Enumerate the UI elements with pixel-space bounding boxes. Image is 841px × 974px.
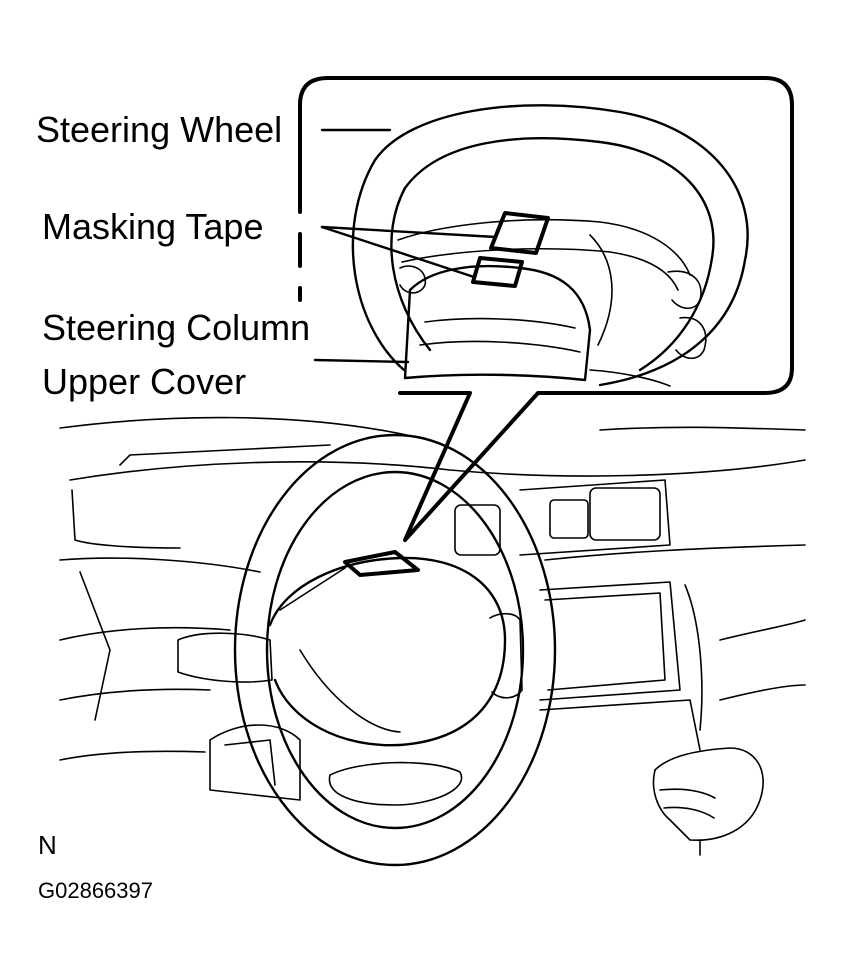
label-steering-wheel: Steering Wheel <box>36 109 283 150</box>
callout-frame <box>298 76 794 542</box>
masking-tape-lower <box>471 256 524 288</box>
figure-id: G02866397 <box>38 878 153 903</box>
label-column-cover-line2: Upper Cover <box>42 361 247 402</box>
main-steering-wheel <box>233 433 557 867</box>
corner-code: N <box>38 830 57 860</box>
dashboard-view <box>59 416 806 867</box>
detail-callout <box>298 76 794 542</box>
main-masking-tape <box>343 550 420 577</box>
detail-steering-wheel <box>351 104 749 387</box>
driver-hand <box>652 747 764 841</box>
masking-tape-upper <box>489 211 550 255</box>
label-masking-tape: Masking Tape <box>42 206 264 247</box>
label-column-cover-line1: Steering Column <box>42 307 311 348</box>
